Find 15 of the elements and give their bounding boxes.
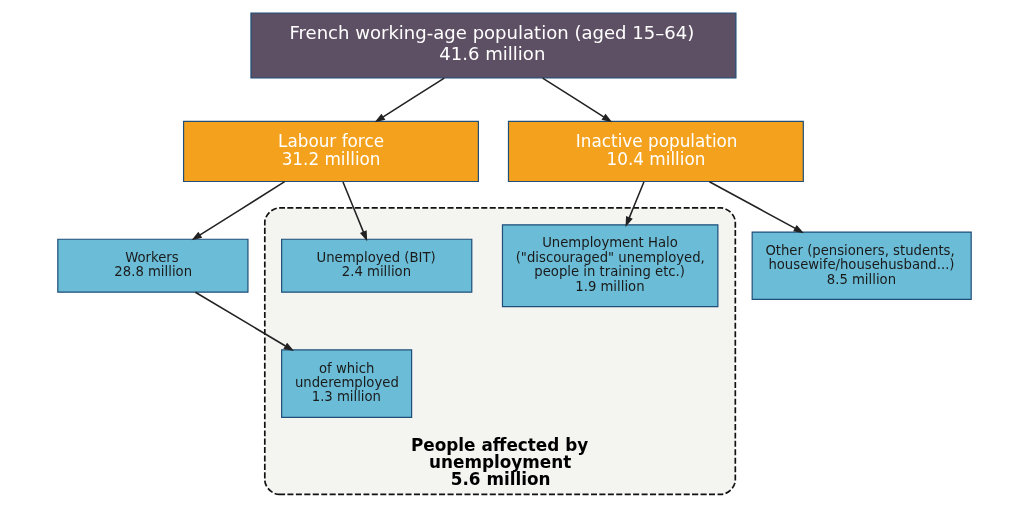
arrow xyxy=(341,181,367,242)
node-box: Inactive population 10.4 million xyxy=(507,120,804,183)
node-box: Labour force 31.2 million xyxy=(182,120,479,183)
arrow xyxy=(708,180,804,234)
node-box: of which underemployed 1.3 million xyxy=(280,349,412,418)
arrow xyxy=(625,181,645,227)
arrow xyxy=(191,180,285,241)
node-box: Other (pensioners, students, housewife/househusband...) 8.5 million xyxy=(751,231,972,301)
node-box: French working-age population (aged 15–64) 41.6 million xyxy=(249,12,736,79)
node-box: Workers 28.8 million xyxy=(56,238,249,293)
node-box: Unemployed (BIT) 2.4 million xyxy=(280,238,472,293)
node-box: Unemployment Halo ("discouraged" unemployed, people in training etc.) 1.9 million xyxy=(501,224,718,308)
arrow xyxy=(374,77,445,123)
arrow xyxy=(541,77,612,123)
arrow xyxy=(194,291,294,352)
